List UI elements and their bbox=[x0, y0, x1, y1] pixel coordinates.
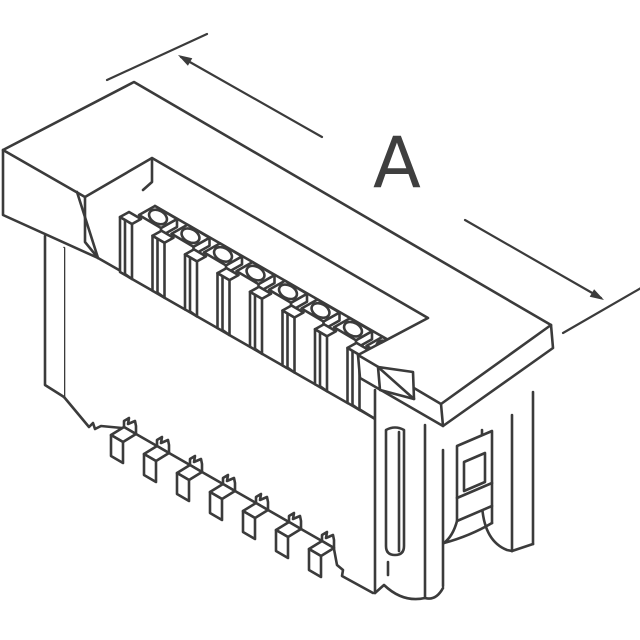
leg-slot bbox=[384, 426, 406, 557]
tooth-unit-instance bbox=[183, 242, 244, 330]
cover-front-top-edge bbox=[1, 148, 87, 199]
front-face-fill bbox=[64, 248, 375, 593]
dimension-line-upper bbox=[179, 55, 324, 139]
cover-right-top-edge bbox=[439, 323, 553, 406]
cover-left-chamfer bbox=[75, 190, 100, 260]
drawing-root: A bbox=[1, 32, 640, 601]
arrowhead-down-right-icon bbox=[589, 289, 604, 300]
actuator-cover bbox=[1, 80, 555, 428]
extension-line-left bbox=[105, 32, 209, 82]
tooth-unit-instance bbox=[118, 204, 179, 293]
extension-line-right bbox=[561, 287, 640, 335]
window-left-corner-edge bbox=[141, 158, 154, 192]
tooth-unit-instance bbox=[151, 223, 211, 312]
arrowhead-up-left-icon bbox=[178, 55, 193, 66]
left-wall bbox=[43, 234, 66, 399]
front-edge-start-segment bbox=[96, 256, 121, 272]
tooth-unit-instance bbox=[216, 260, 276, 349]
right-end-assembly bbox=[373, 380, 535, 601]
dimension-callout bbox=[105, 32, 640, 335]
bottom-edge-right-jog bbox=[332, 547, 375, 595]
dimension-label: A bbox=[373, 122, 421, 204]
tooth-unit-instance bbox=[281, 298, 341, 386]
mount-lug-hole bbox=[462, 451, 487, 493]
left-wall-fill bbox=[45, 236, 64, 397]
right-leg-bottom-edge bbox=[373, 583, 445, 601]
dimension-line-lower bbox=[463, 218, 603, 300]
body-right-bottom-edge bbox=[510, 542, 535, 553]
mount-lug-crossbar bbox=[455, 481, 494, 500]
front-face-bottom-edge bbox=[62, 395, 124, 431]
tooth-unit-instance bbox=[248, 279, 309, 368]
mount-lug-foot-bottom bbox=[442, 521, 494, 545]
cover-notch-diagonal bbox=[376, 365, 416, 401]
left-wall-edges bbox=[43, 234, 66, 399]
